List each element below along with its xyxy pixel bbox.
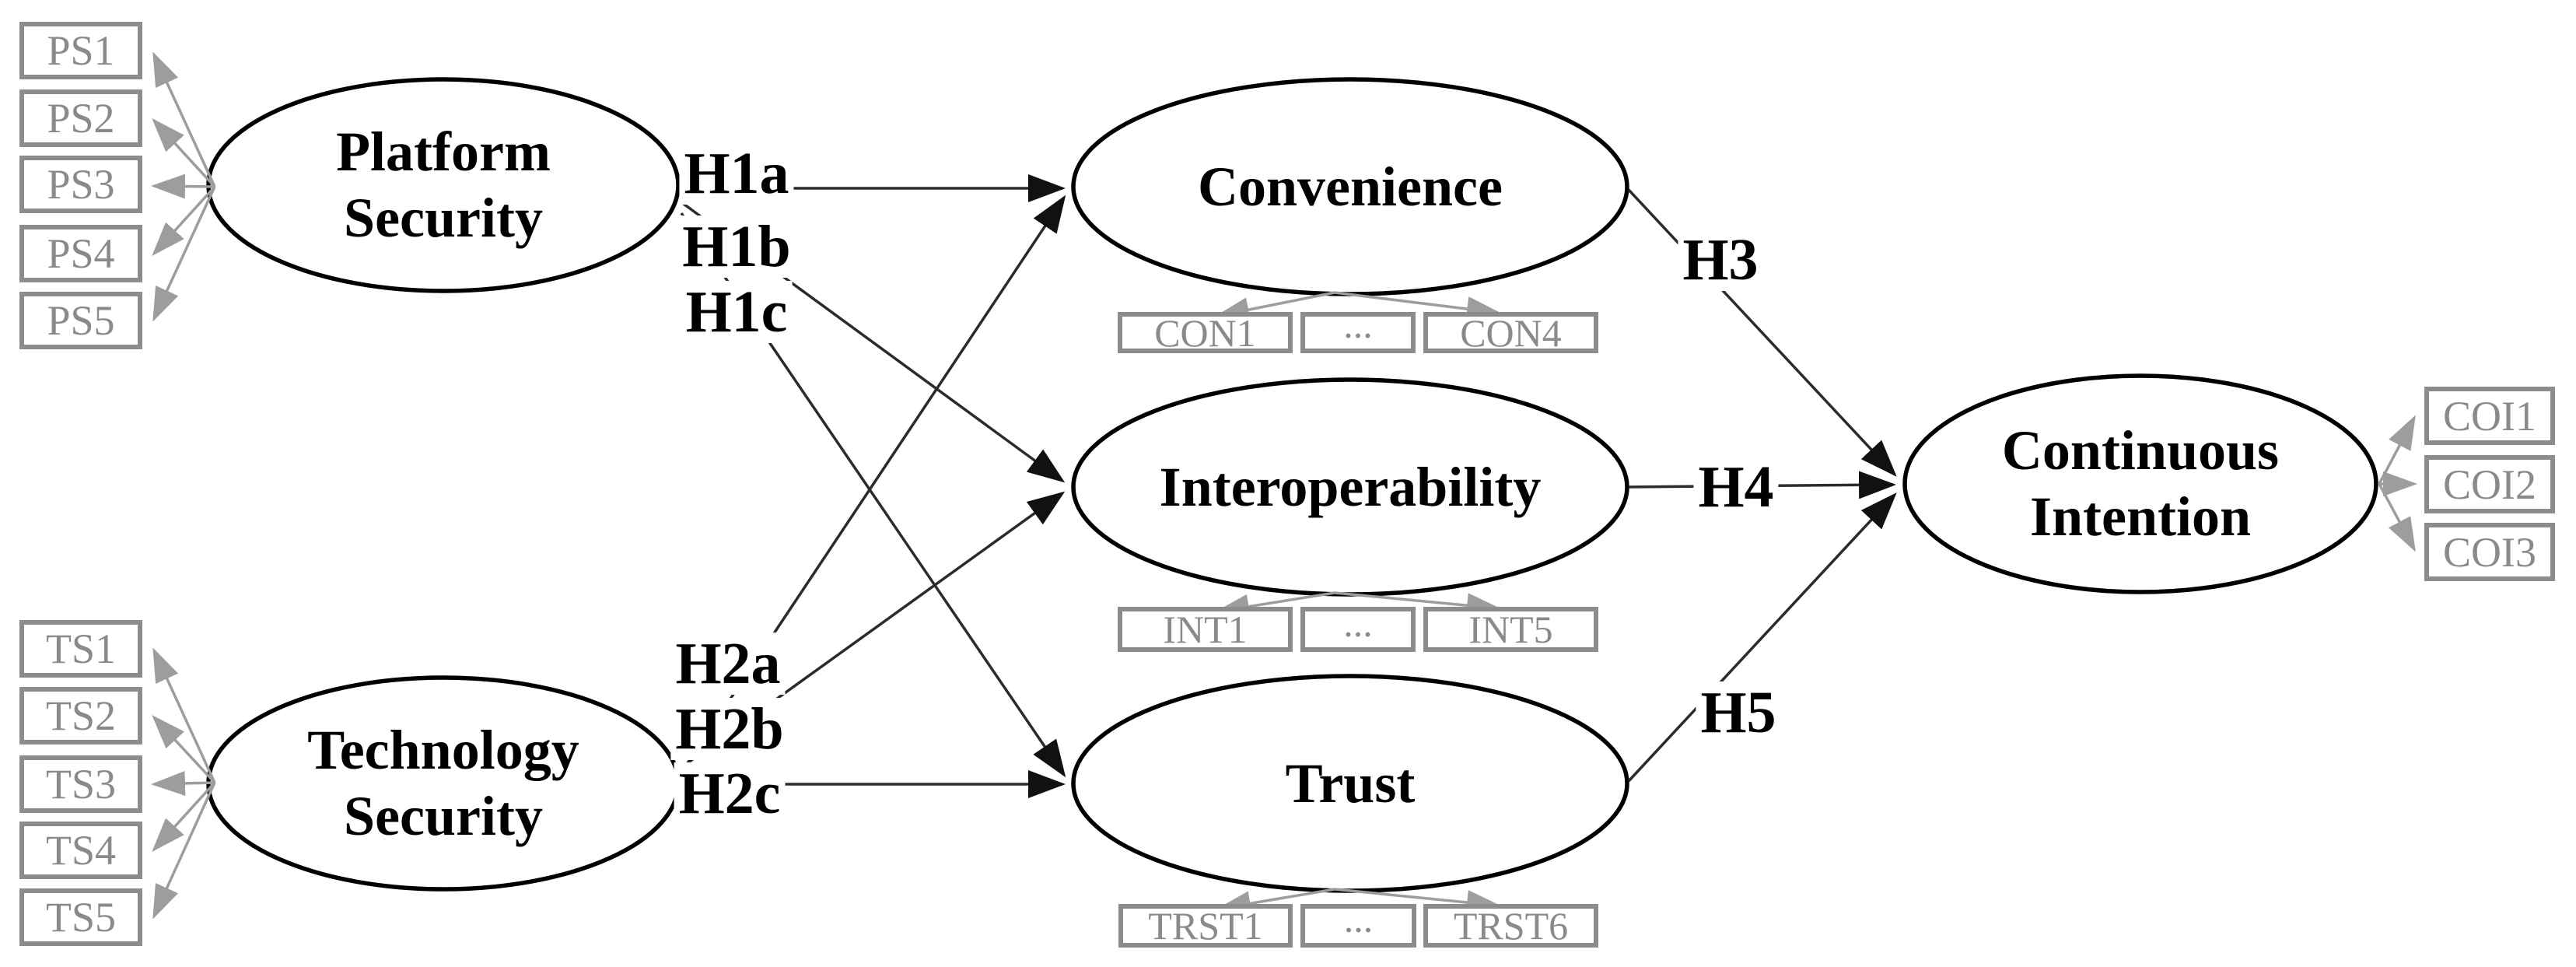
- path-h5: [1627, 492, 1897, 783]
- indicator-arrow-ps5: [152, 186, 216, 322]
- indicator-arrow-ts3: [151, 770, 215, 796]
- hypothesis-label-h4: H4: [1693, 456, 1779, 518]
- hypothesis-label-h3: H3: [1678, 229, 1763, 291]
- indicator-arrow-ps4: [152, 185, 216, 256]
- node-platform-security-shape: [206, 77, 681, 293]
- indicator-box-con-ellipsis: ...: [1300, 305, 1416, 353]
- indicator-box-ps4: PS4: [19, 225, 142, 282]
- node-interoperability-shape: [1071, 377, 1629, 597]
- indicator-box-ps5: PS5: [19, 292, 142, 349]
- node-continuous-intention-shape: [1902, 373, 2378, 594]
- hypothesis-label-h5: H5: [1696, 681, 1781, 744]
- path-h3: [1627, 188, 1897, 477]
- hypothesis-label-h1b: H1b: [677, 215, 796, 278]
- indicator-arrow-int5: [1334, 591, 1501, 618]
- indicator-box-ts5: TS5: [19, 888, 142, 946]
- indicator-arrow-coi1: [2378, 415, 2416, 485]
- node-technology-security-shape: [206, 675, 681, 892]
- indicator-box-ps3: PS3: [19, 156, 142, 213]
- indicator-box-con1: CON1: [1118, 312, 1293, 353]
- indicator-arrow-con4: [1334, 291, 1501, 321]
- indicator-box-ts3: TS3: [19, 755, 142, 813]
- indicator-arrow-coi3: [2378, 483, 2416, 552]
- indicator-box-int5: INT5: [1423, 607, 1598, 652]
- indicator-arrow-ts5: [152, 782, 216, 920]
- indicator-box-ps1: PS1: [19, 22, 142, 79]
- hypothesis-label-h1a: H1a: [679, 142, 794, 205]
- node-trust-shape: [1071, 674, 1629, 893]
- indicator-box-ts4: TS4: [19, 822, 142, 879]
- indicator-box-trst6: TRST6: [1423, 904, 1598, 948]
- node-convenience-shape: [1071, 77, 1629, 296]
- indicator-arrow-ps3: [151, 173, 215, 199]
- indicator-arrow-ts2: [152, 715, 216, 784]
- indicator-box-ps2: PS2: [19, 89, 142, 147]
- indicator-arrow-ts1: [152, 647, 216, 783]
- hypothesis-label-h2c: H2c: [674, 762, 786, 825]
- indicator-box-coi1: COI1: [2424, 387, 2555, 445]
- hypothesis-label-h2b: H2b: [670, 698, 789, 760]
- hypothesis-label-h1c: H1c: [681, 281, 793, 343]
- indicator-box-ts2: TS2: [19, 687, 142, 745]
- indicator-box-trst1: TRST1: [1118, 904, 1293, 948]
- indicator-box-coi3: COI3: [2424, 523, 2555, 581]
- indicator-box-ts1: TS1: [19, 620, 142, 678]
- indicator-box-int1: INT1: [1118, 607, 1293, 652]
- hypothesis-label-h2a: H2a: [670, 632, 786, 695]
- indicator-arrow-ps2: [152, 118, 216, 188]
- indicator-box-coi2: COI2: [2424, 455, 2555, 513]
- indicator-box-con4: CON4: [1423, 312, 1598, 353]
- indicator-arrow-ps1: [152, 51, 216, 187]
- indicator-arrow-ts4: [152, 781, 216, 852]
- indicator-arrow-trst6: [1334, 888, 1501, 915]
- indicator-box-int-ellipsis: ...: [1300, 604, 1416, 652]
- indicator-box-trst-ellipsis: ...: [1300, 899, 1416, 948]
